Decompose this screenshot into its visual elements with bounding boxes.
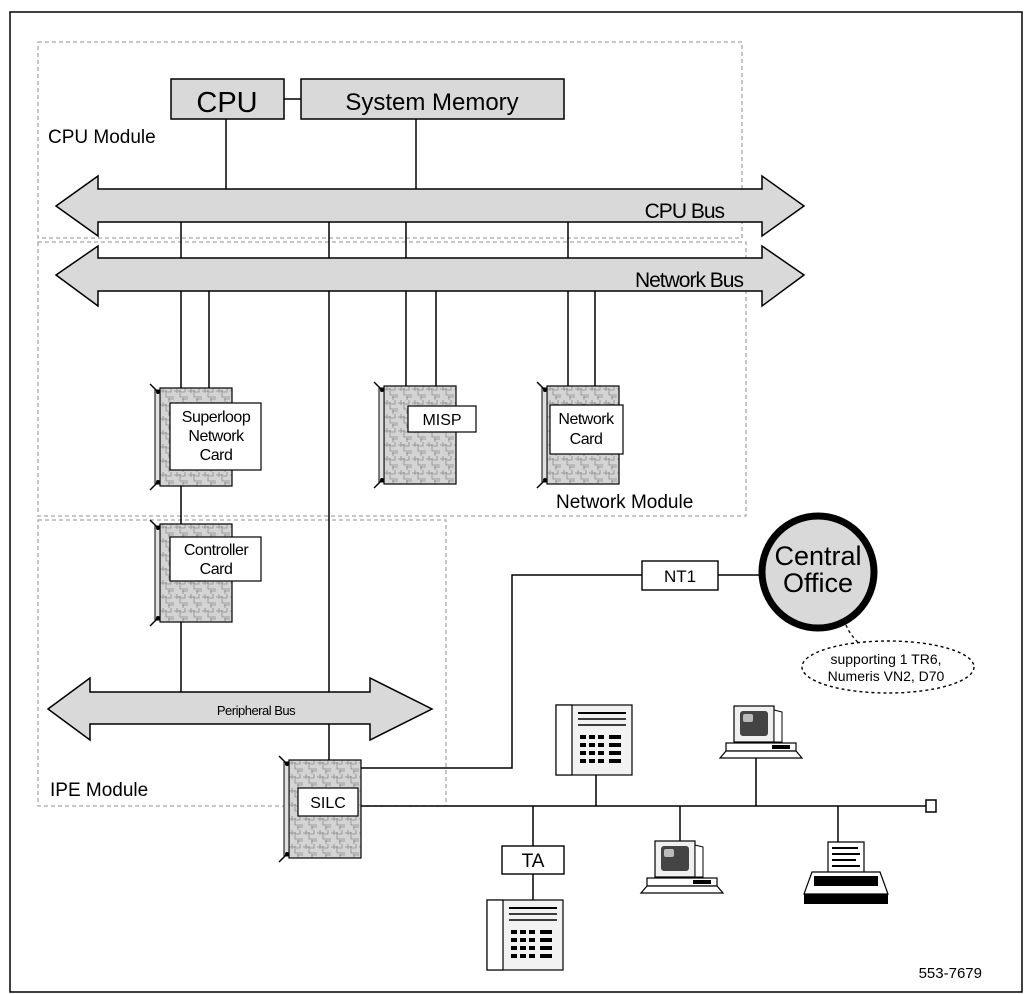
figure-frame xyxy=(9,11,1023,993)
cpu-module-label: CPU Module xyxy=(48,127,156,148)
terminator-icon xyxy=(925,799,937,813)
figure-id: 553-7679 xyxy=(919,965,982,982)
cpu-module-boundary xyxy=(37,41,743,239)
misp-card: MISP xyxy=(373,381,477,489)
computer-icon xyxy=(719,705,803,759)
superloop-label-3: Card xyxy=(200,447,233,464)
network-bus xyxy=(54,244,806,308)
superloop-network-card: Superloop Network Card xyxy=(149,383,262,491)
peripheral-bus-label: Peripheral Bus xyxy=(217,703,296,718)
central-office-label-1: Central xyxy=(774,541,861,571)
controller-card: Controller Card xyxy=(149,519,262,627)
system-memory-box xyxy=(300,78,565,120)
central-office-note-2: Numeris VN2, D70 xyxy=(828,668,945,684)
misp-label: MISP xyxy=(422,412,461,429)
network-module-boundary xyxy=(37,241,747,517)
nt1-label: NT1 xyxy=(664,567,696,586)
ta-box xyxy=(501,845,565,875)
cpu-box xyxy=(170,78,285,120)
superloop-label-1: Superloop xyxy=(182,409,251,426)
network-card-label-1: Network xyxy=(558,411,615,428)
network-bus-label: Network Bus xyxy=(635,269,744,292)
superloop-label-2: Network xyxy=(188,428,245,445)
ipe-module-label: IPE Module xyxy=(50,780,148,801)
circuit-card-icon xyxy=(373,381,457,489)
cpu-label: CPU xyxy=(196,87,257,119)
system-memory-label: System Memory xyxy=(345,89,518,116)
central-office-note-bubble xyxy=(801,640,975,694)
ipe-module-boundary xyxy=(37,519,447,807)
central-office-note-1: supporting 1 TR6, xyxy=(830,651,941,667)
silc-card: SILC xyxy=(278,755,362,863)
nt1-box xyxy=(641,560,719,591)
network-module-label: Network Module xyxy=(556,492,693,513)
network-card-label-2: Card xyxy=(570,431,603,448)
central-office-label-2: Office xyxy=(783,568,853,598)
network-card: Network Card xyxy=(536,381,624,489)
printer-icon xyxy=(803,841,889,905)
controller-label-2: Card xyxy=(200,561,233,578)
central-office xyxy=(758,512,878,632)
cpu-bus xyxy=(54,174,806,238)
controller-label-1: Controller xyxy=(184,542,250,559)
peripheral-bus xyxy=(46,676,434,742)
phone-icon xyxy=(486,899,564,971)
cpu-bus-label: CPU Bus xyxy=(645,200,725,223)
computer-icon xyxy=(640,840,724,894)
phone-icon xyxy=(555,704,633,776)
silc-label: SILC xyxy=(310,795,346,812)
central-office-callout xyxy=(845,624,871,653)
ta-label: TA xyxy=(522,851,545,872)
